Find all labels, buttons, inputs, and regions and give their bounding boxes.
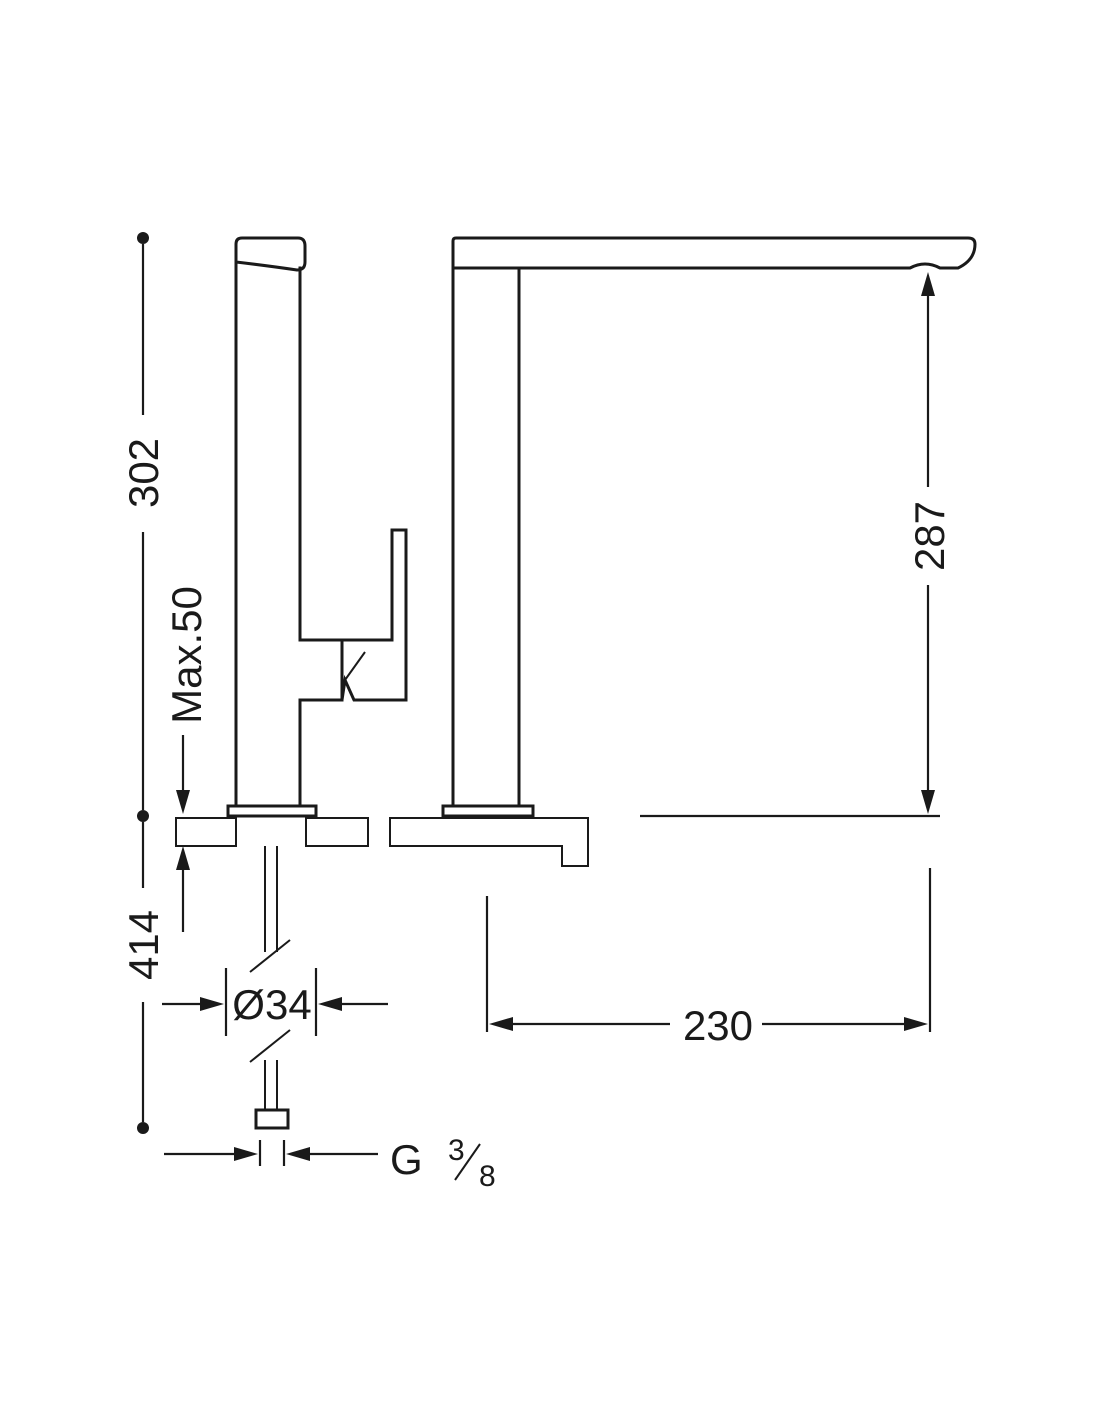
hose-connector: [254, 1108, 290, 1130]
dimension-dot-top: [137, 232, 149, 244]
faucet-side-view: [226, 236, 408, 818]
hole-diameter-label: Ø34: [232, 981, 311, 1028]
spout-height-label: 287: [906, 501, 953, 571]
faucet-front-view: [441, 236, 977, 818]
overall-height-dimension: [137, 232, 149, 1134]
dimension-dot-bottom: [137, 1122, 149, 1134]
hole-diameter-dimension: [162, 968, 388, 1036]
supply-hose: [249, 846, 291, 1130]
spout-height-dimension: [921, 272, 935, 814]
dimension-dot-mid: [137, 810, 149, 822]
reach-dimension: [485, 868, 932, 1032]
thread-letter: G: [390, 1136, 423, 1183]
max-thickness-label: Max.50: [163, 586, 210, 724]
total-height-label: 302: [120, 438, 167, 508]
thread-numerator: 3: [448, 1134, 465, 1167]
thread-denominator: 8: [479, 1160, 496, 1193]
countertop-section: [175, 817, 589, 867]
below-counter-label: 414: [120, 910, 167, 980]
max-thickness-dimension: [176, 735, 190, 932]
reach-label: 230: [683, 1002, 753, 1049]
thread-dimension: [164, 1140, 481, 1181]
